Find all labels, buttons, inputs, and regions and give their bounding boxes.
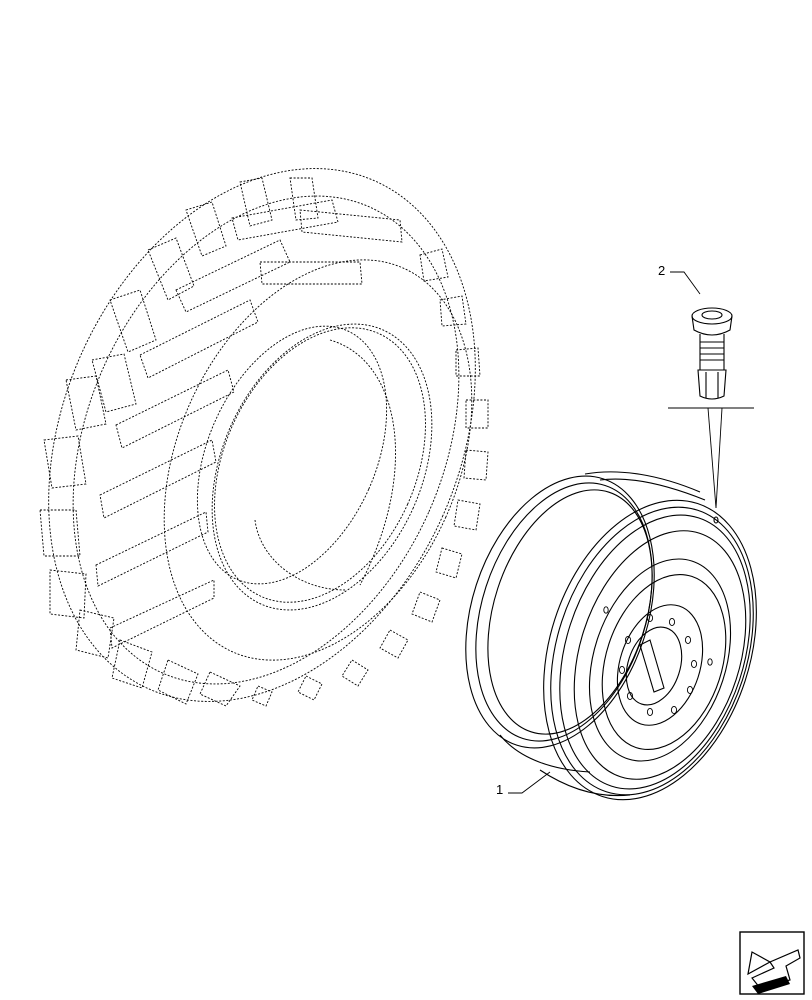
- bolt-hole: [684, 635, 692, 645]
- tread-lug-right: [379, 629, 409, 659]
- bolt-hole: [624, 635, 632, 645]
- valve-cap-top-inner: [701, 310, 723, 320]
- valve-stem: [699, 334, 725, 370]
- callout-label-2: 2: [658, 263, 666, 278]
- tread-lug: [111, 639, 153, 689]
- rim-disc-2: [601, 573, 727, 751]
- tire-drawing: [39, 168, 489, 707]
- assembly-leader-left: [707, 407, 717, 509]
- bolt-hole: [686, 685, 694, 695]
- tread-lug: [147, 237, 195, 301]
- rim-hub-inner: [625, 626, 683, 706]
- arrow-back-icon[interactable]: [739, 931, 805, 995]
- tread-bar: [109, 579, 215, 649]
- bolt-hole: [668, 617, 676, 627]
- tire-bead-front: [211, 323, 433, 611]
- callout-label-1: 1: [496, 782, 504, 797]
- rim-barrel-top: [584, 471, 701, 493]
- bolt-hole: [646, 613, 654, 623]
- rim-drawing: [465, 471, 757, 801]
- tread-lug: [49, 569, 87, 619]
- tire-inner-curve: [329, 339, 396, 586]
- tire-inner-curve-2: [254, 519, 346, 591]
- leader-lines: [508, 271, 754, 794]
- bolt-hole: [690, 659, 698, 669]
- tread-lug: [65, 375, 107, 431]
- assembly-leader-right: [715, 407, 723, 509]
- rim-valve-hole: [713, 516, 719, 524]
- valve-base: [697, 369, 727, 400]
- tread-lug-right: [439, 295, 467, 327]
- tread-bar: [299, 209, 403, 243]
- tread-lug: [157, 659, 199, 705]
- tread-bar: [99, 439, 217, 519]
- rim-front-flange: [543, 499, 757, 801]
- tread-lug-right: [435, 547, 463, 579]
- tread-lug-right: [453, 499, 481, 531]
- rim-front-flange-4: [573, 530, 747, 780]
- tire-bead-rear: [196, 325, 388, 585]
- valve-thread: [700, 341, 724, 361]
- tread-bar: [259, 261, 363, 285]
- tire-outer-tread: [48, 168, 476, 702]
- tread-lug-right: [465, 399, 489, 429]
- tread-lug-right: [419, 248, 449, 282]
- tread-lug: [239, 177, 273, 227]
- valve-base-flats: [705, 372, 719, 398]
- rim-barrel-top-2: [599, 478, 706, 501]
- valve-drawing: [691, 307, 733, 400]
- rim-hub-outer: [616, 604, 704, 726]
- tread-lug: [43, 435, 87, 489]
- tire-bead-front-2: [214, 327, 426, 603]
- valve-cap-body: [691, 315, 733, 336]
- tread-lug: [75, 609, 115, 659]
- tread-lug: [289, 177, 319, 221]
- rim-disc: [588, 558, 732, 762]
- tread-lug-right: [251, 685, 273, 707]
- rim-hub-bore: [639, 639, 665, 693]
- rim-bolt-holes: [603, 606, 713, 717]
- valve-cap-top: [691, 307, 733, 325]
- tread-bar: [139, 299, 259, 379]
- tread-bar: [115, 369, 235, 449]
- bolt-hole: [707, 658, 713, 666]
- tread-lug: [91, 353, 137, 413]
- tread-lug-right: [463, 449, 489, 481]
- bolt-hole: [603, 606, 609, 614]
- bolt-hole: [670, 705, 678, 715]
- tread-lug-right: [297, 675, 323, 701]
- tread-lug-right: [341, 659, 369, 687]
- rim-barrel-bottom: [499, 734, 591, 773]
- bolt-hole: [618, 665, 626, 675]
- tread-lug: [109, 289, 157, 353]
- tread-lug-right: [411, 591, 441, 623]
- tread-lug-right: [455, 347, 481, 377]
- tread-bar: [175, 239, 291, 313]
- rim-barrel-bottom-2: [539, 769, 631, 797]
- rim-front-flange-2: [550, 506, 754, 796]
- tread-lug: [199, 671, 241, 707]
- bolt-hole: [646, 707, 654, 717]
- leader-line-1: [508, 771, 551, 794]
- rim-rear-flange: [465, 475, 655, 749]
- tread-lug: [39, 509, 81, 557]
- tire-sidewall-front: [163, 259, 473, 661]
- tread-lug: [185, 201, 227, 257]
- bolt-hole: [626, 691, 634, 701]
- tread-bar: [95, 511, 209, 587]
- tire-outer-tread-inner: [72, 195, 460, 685]
- rim-front-flange-3: [559, 514, 751, 790]
- leader-line-2: [670, 271, 701, 295]
